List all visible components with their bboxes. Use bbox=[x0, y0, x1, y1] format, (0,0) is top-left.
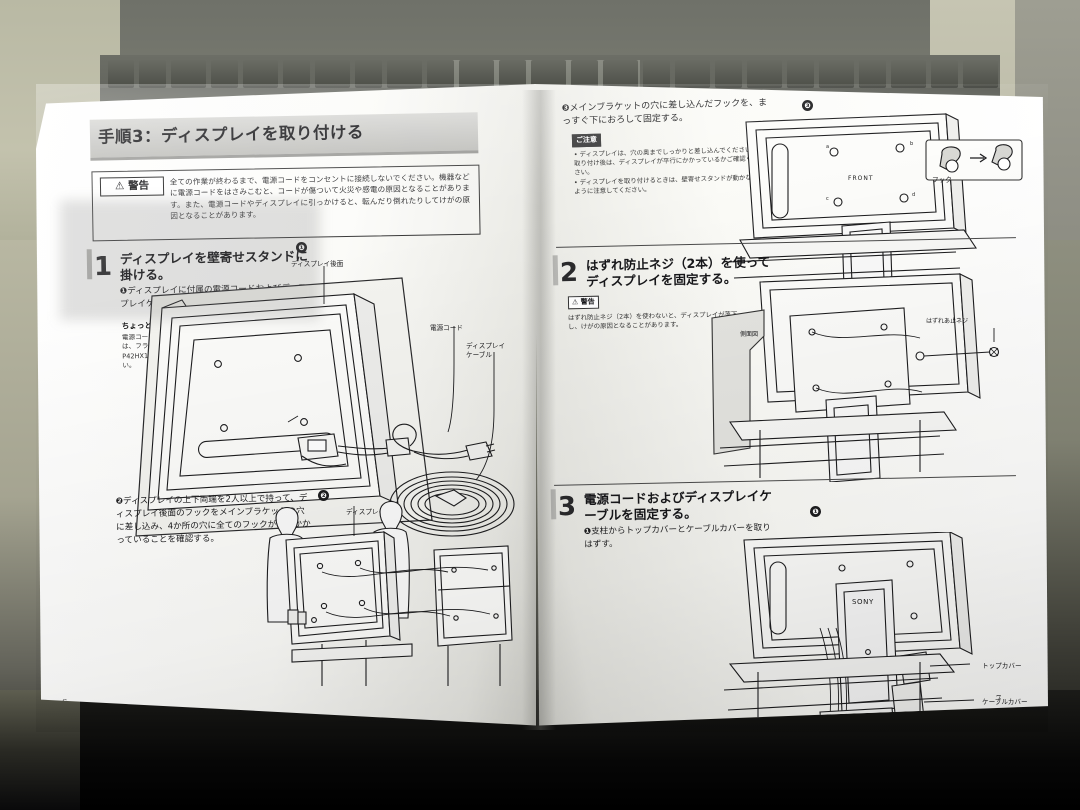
left-page: 手順3：ディスプレイを取り付ける ⚠ 警告 全ての作業が終わるまで、電源コードを… bbox=[36, 84, 536, 726]
keyboard-key bbox=[139, 60, 166, 86]
book-gutter-shadow bbox=[522, 90, 556, 730]
dark-foreground-left bbox=[0, 690, 80, 810]
keyboard-key bbox=[387, 60, 422, 86]
keyboard-key bbox=[747, 60, 782, 86]
keyboard-key bbox=[859, 60, 886, 86]
figure-4-illustration bbox=[694, 272, 1024, 482]
keyboard-key bbox=[427, 60, 454, 86]
keyboard-key bbox=[459, 60, 494, 86]
figure-1-marker: ❶ bbox=[296, 242, 307, 253]
svg-text:a: a bbox=[826, 144, 829, 150]
keyboard-key bbox=[603, 60, 638, 86]
keyboard-key bbox=[675, 60, 710, 86]
svg-text:b: b bbox=[910, 141, 913, 147]
right-page-number: 7 bbox=[996, 694, 1001, 705]
keyboard-key bbox=[963, 60, 998, 86]
page-soft-shadow bbox=[60, 200, 320, 320]
warning-tag: ⚠ 警告 bbox=[99, 176, 165, 197]
figure-5-marker: ❶ bbox=[810, 506, 821, 517]
keyboard-key bbox=[283, 60, 310, 86]
figure-1-back-label: ディスプレイ後面 bbox=[291, 260, 344, 268]
keyboard-key bbox=[355, 60, 382, 86]
step-2-warning-tag: ⚠ 警告 bbox=[567, 295, 599, 310]
figure-1-cable-label: ディスプレイケーブル bbox=[466, 342, 506, 359]
keyboard-key bbox=[819, 60, 854, 86]
anti-slip-screw-label: はずれあ止ネジ bbox=[926, 318, 969, 325]
keyboard-key bbox=[499, 60, 526, 86]
open-manual-book: 手順3：ディスプレイを取り付ける ⚠ 警告 全ての作業が終わるまで、電源コードを… bbox=[36, 84, 1048, 732]
keyboard-key bbox=[211, 60, 238, 86]
svg-text:d: d bbox=[912, 192, 915, 198]
keyboard-key bbox=[787, 60, 814, 86]
figure-2-marker: ❷ bbox=[318, 490, 329, 501]
step-3-number: 3 bbox=[557, 491, 577, 523]
figure-2-illustration bbox=[262, 490, 524, 690]
figure-1-powercord-label: 電源コード bbox=[430, 324, 463, 332]
figure-3-marker: ❸ bbox=[802, 100, 813, 111]
keyboard-key bbox=[531, 60, 566, 86]
keyboard-key bbox=[891, 60, 926, 86]
svg-text:FRONT: FRONT bbox=[848, 175, 874, 182]
step-2-number: 2 bbox=[559, 257, 579, 289]
top-cover-label: トップカバー bbox=[982, 662, 1022, 670]
keyboard-key bbox=[571, 60, 598, 86]
caution-tag: ご注意 bbox=[571, 133, 602, 148]
cable-cover-label: ケーブルカバー bbox=[982, 698, 1028, 706]
svg-text:c: c bbox=[826, 196, 829, 202]
keyboard-key bbox=[715, 60, 742, 86]
keyboard-key bbox=[315, 60, 350, 86]
left-page-number: 6 bbox=[62, 698, 67, 709]
svg-text:SONY: SONY bbox=[852, 598, 874, 606]
keyboard-key bbox=[243, 60, 278, 86]
figure-3-illustration: a b c d FRONT bbox=[714, 108, 1034, 288]
hook-label: フック bbox=[932, 176, 952, 184]
keyboard-key bbox=[171, 60, 206, 86]
right-page: ❸メインブラケットの穴に差し込んだフックを、まっすぐ下におろして固定する。 ご注… bbox=[534, 84, 1048, 726]
keyboard-key bbox=[931, 60, 958, 86]
keyboard-key bbox=[643, 60, 670, 86]
step-3-heading: 電源コードおよびディスプレイケーブルを固定する。 bbox=[583, 488, 772, 524]
side-view-label: 側面図 bbox=[740, 331, 759, 338]
figure-2-back-label: ディスプレイ後面 bbox=[346, 508, 399, 516]
keyboard-key bbox=[108, 60, 134, 86]
